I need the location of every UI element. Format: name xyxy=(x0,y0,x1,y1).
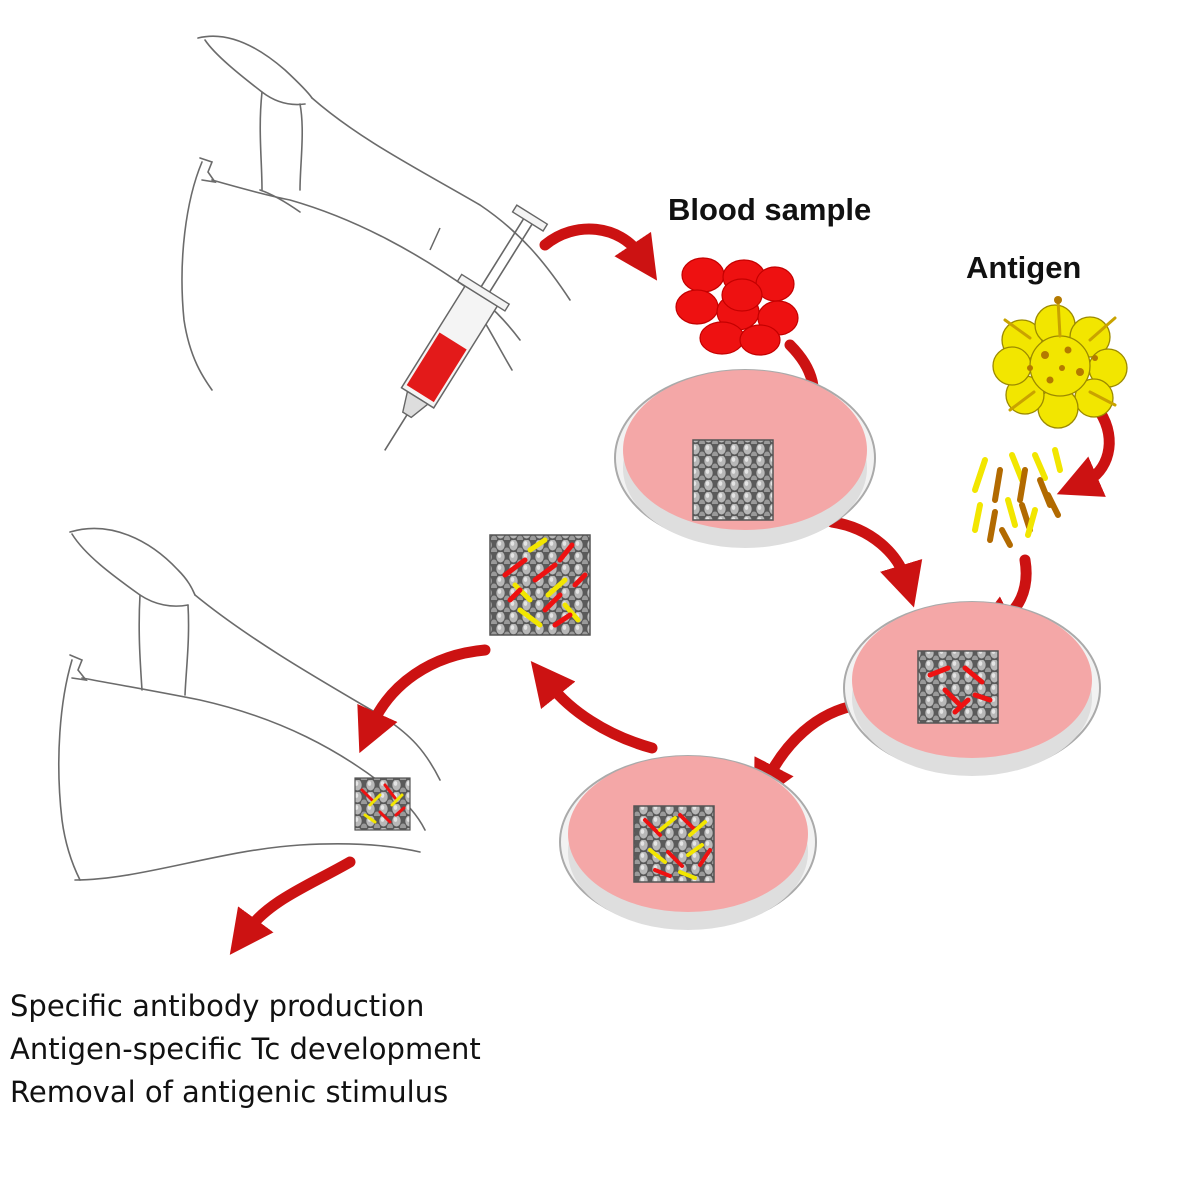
outcome-stimulus-removal: Removal of antigenic stimulus xyxy=(10,1075,449,1109)
cell-mark xyxy=(390,793,404,807)
cell-mark xyxy=(517,607,543,628)
arrow-scaffold-to-arm xyxy=(357,644,491,754)
antigen-fragments xyxy=(972,447,1063,548)
arrow-dish3-to-scaffold xyxy=(530,660,658,754)
cell-mark xyxy=(552,612,573,628)
petri-dish-1 xyxy=(614,369,876,548)
syringe-icon xyxy=(384,204,549,451)
cell-mark xyxy=(653,868,672,878)
antigen-rod xyxy=(1005,497,1018,528)
antigen-label: Antigen xyxy=(966,250,1082,285)
cell-mark xyxy=(532,562,558,583)
red-blood-cells xyxy=(675,257,799,356)
cell-mark xyxy=(368,793,382,807)
cell-mark xyxy=(562,602,581,623)
outcome-antibody-production: Specific antibody production xyxy=(10,989,425,1023)
petri-dish-3 xyxy=(559,755,817,930)
cell-mark xyxy=(698,848,712,867)
cell-mark xyxy=(572,572,588,588)
scaffold-plain xyxy=(692,439,774,521)
cell-mark xyxy=(502,557,528,578)
antibody-mark xyxy=(972,692,993,703)
cell-mark xyxy=(678,813,697,832)
antibody-mark xyxy=(962,665,985,685)
cell-marks xyxy=(643,813,712,880)
arm-sketch-bottom xyxy=(58,527,441,881)
cell-mark xyxy=(394,806,406,817)
cell-mark xyxy=(363,813,377,824)
antibody-marks xyxy=(927,665,993,715)
antigen-particle xyxy=(992,296,1128,429)
nanostructured-scaffold-large xyxy=(489,534,591,636)
cell-mark xyxy=(688,820,707,837)
cell-mark xyxy=(643,818,662,837)
antibody-mark xyxy=(952,697,971,715)
outcome-tc-development: Antigen-specific Tc development xyxy=(10,1032,481,1066)
cell-mark xyxy=(666,850,684,868)
antigen-rod xyxy=(999,527,1013,548)
cell-mark xyxy=(512,582,533,603)
antibody-mark xyxy=(942,687,963,708)
arrow-dish1-to-dish2 xyxy=(826,516,923,608)
antigen-rod xyxy=(1045,492,1061,518)
cell-mark xyxy=(383,783,397,800)
antigen-rod xyxy=(972,457,988,493)
antigen-rod xyxy=(987,509,998,543)
cell-mark xyxy=(527,537,548,553)
arrow-antigen-to-rods xyxy=(1056,406,1115,497)
cell-mark xyxy=(678,870,697,880)
cell-mark xyxy=(542,592,563,613)
antigen-rod xyxy=(992,467,1003,503)
antigen-rod xyxy=(1017,467,1028,503)
outcomes-list: Specific antibody production Antigen-spe… xyxy=(10,985,481,1114)
antigen-rod xyxy=(1009,452,1025,483)
nanostructured-scaffold-implant xyxy=(354,777,411,831)
petri-dish-2 xyxy=(843,601,1101,776)
antigen-rod xyxy=(1052,447,1063,473)
cell-mark xyxy=(378,810,392,824)
arm-sketch-top xyxy=(181,35,571,391)
antigen-rod xyxy=(972,502,983,533)
cell-mark xyxy=(557,542,575,563)
cell-mark xyxy=(507,587,523,603)
arrow-dish2-to-dish3 xyxy=(753,699,864,806)
cell-mark xyxy=(648,848,667,864)
antigen-rod xyxy=(1032,452,1048,481)
cell-mark xyxy=(658,816,677,832)
antibody-mark xyxy=(927,665,951,678)
cell-mark xyxy=(360,788,374,802)
blood-sample-label: Blood sample xyxy=(668,192,872,227)
arrow-arm-to-outcomes xyxy=(229,856,356,955)
antigen-rod xyxy=(1025,507,1038,538)
cell-mark xyxy=(545,577,568,598)
cell-mark xyxy=(686,843,704,857)
arrow-arm-to-blood xyxy=(539,223,658,281)
